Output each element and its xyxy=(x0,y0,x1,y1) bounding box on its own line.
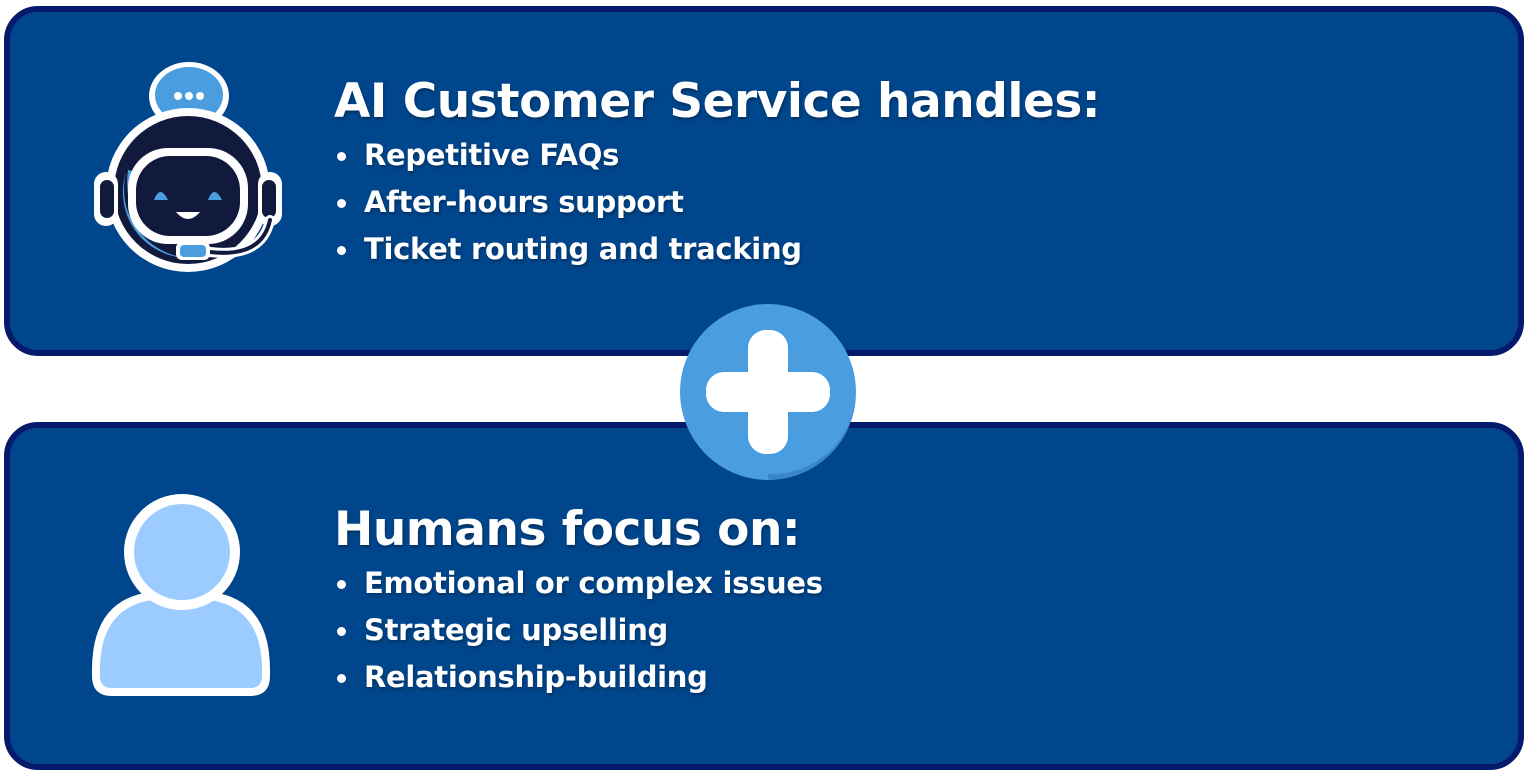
list-item: Strategic upselling xyxy=(334,607,823,654)
human-bullet-text: Relationship-building xyxy=(364,660,708,694)
human-bullet-text: Strategic upselling xyxy=(364,613,668,647)
list-item: Ticket routing and tracking xyxy=(334,226,1100,273)
human-bullet-list: Emotional or complex issues Strategic up… xyxy=(334,560,823,701)
human-text-block: Humans focus on: Emotional or complex is… xyxy=(334,500,823,701)
human-heading: Humans focus on: xyxy=(334,502,801,557)
person-icon xyxy=(86,492,276,700)
list-item: After-hours support xyxy=(334,179,1100,226)
human-panel xyxy=(4,422,1524,770)
list-item: Repetitive FAQs xyxy=(334,132,1100,179)
ai-bullet-text: Repetitive FAQs xyxy=(364,138,620,172)
list-item: Emotional or complex issues xyxy=(334,560,823,607)
ai-bullet-list: Repetitive FAQs After-hours support Tick… xyxy=(334,132,1100,273)
ai-text-block: AI Customer Service handles: Repetitive … xyxy=(334,72,1101,273)
bullet-dot xyxy=(337,580,346,589)
human-bullet-text: Emotional or complex issues xyxy=(364,566,823,600)
bullet-dot xyxy=(337,627,346,636)
plus-icon xyxy=(680,304,856,480)
ai-bullet-text: After-hours support xyxy=(364,185,684,219)
bullet-dot xyxy=(337,246,346,255)
bullet-dot xyxy=(337,674,346,683)
robot-support-icon xyxy=(86,62,290,274)
ai-heading: AI Customer Service handles: xyxy=(334,74,1101,129)
ai-bullet-text: Ticket routing and tracking xyxy=(364,232,802,266)
list-item: Relationship-building xyxy=(334,654,823,701)
bullet-dot xyxy=(337,199,346,208)
bullet-dot xyxy=(337,152,346,161)
